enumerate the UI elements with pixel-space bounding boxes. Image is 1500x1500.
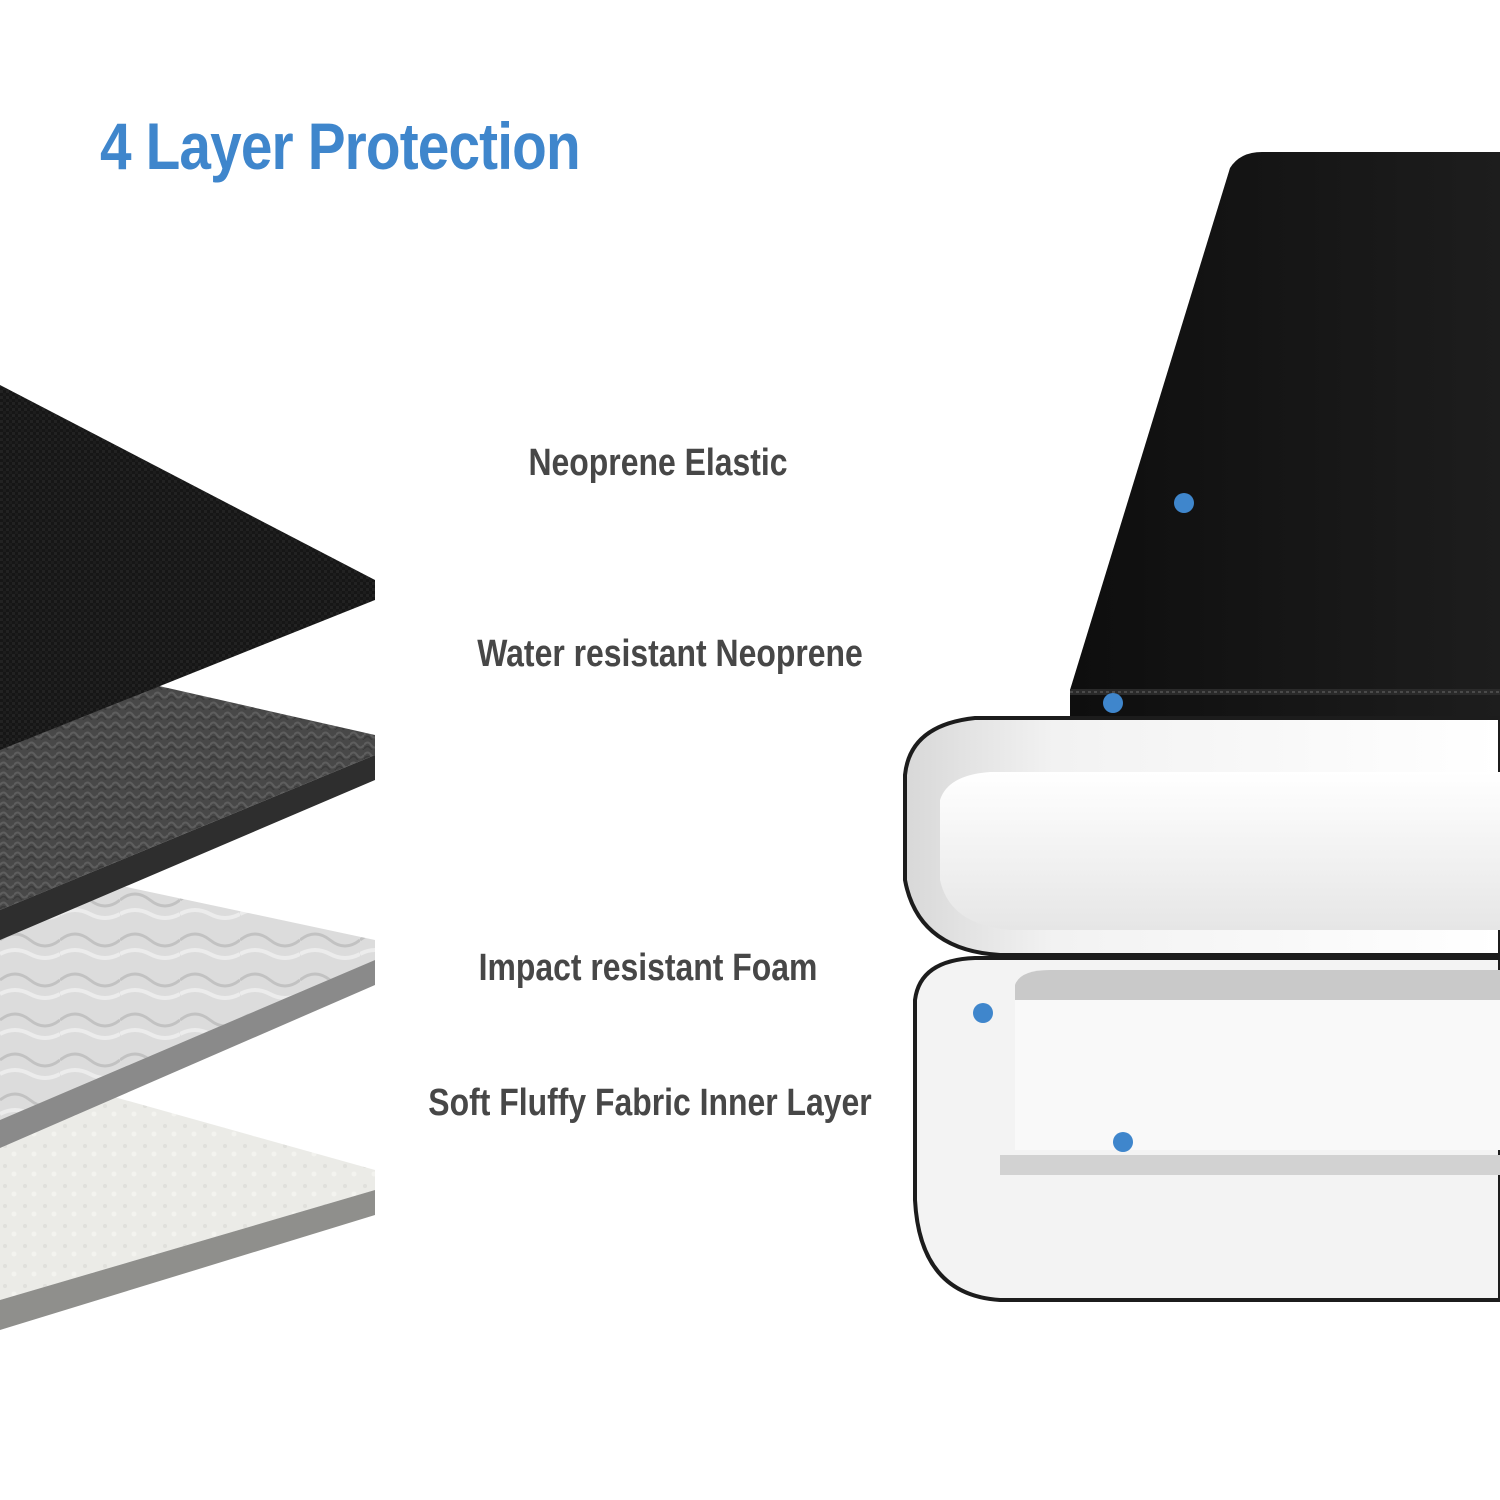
layer-stack <box>0 385 375 1330</box>
callout-lines <box>95 493 1194 1152</box>
callout-label-2: Water resistant Neoprene <box>477 633 863 675</box>
page-title: 4 Layer Protection <box>100 109 581 183</box>
lining-layer <box>0 1065 375 1330</box>
callout-label-4: Soft Fluffy Fabric Inner Layer <box>428 1082 872 1124</box>
laptop-sleeve <box>903 152 1500 1302</box>
callout-dot-1 <box>1174 493 1194 513</box>
callout-dot-2 <box>1103 693 1123 713</box>
callout-dot-4 <box>1113 1132 1133 1152</box>
outer-fabric-layer <box>0 385 375 750</box>
callout-label-1: Neoprene Elastic <box>528 442 788 484</box>
callout-dot-3 <box>973 1003 993 1023</box>
foam-layer <box>0 860 375 1148</box>
neoprene-layer <box>0 650 375 940</box>
callout-label-3: Impact resistant Foam <box>478 947 818 989</box>
